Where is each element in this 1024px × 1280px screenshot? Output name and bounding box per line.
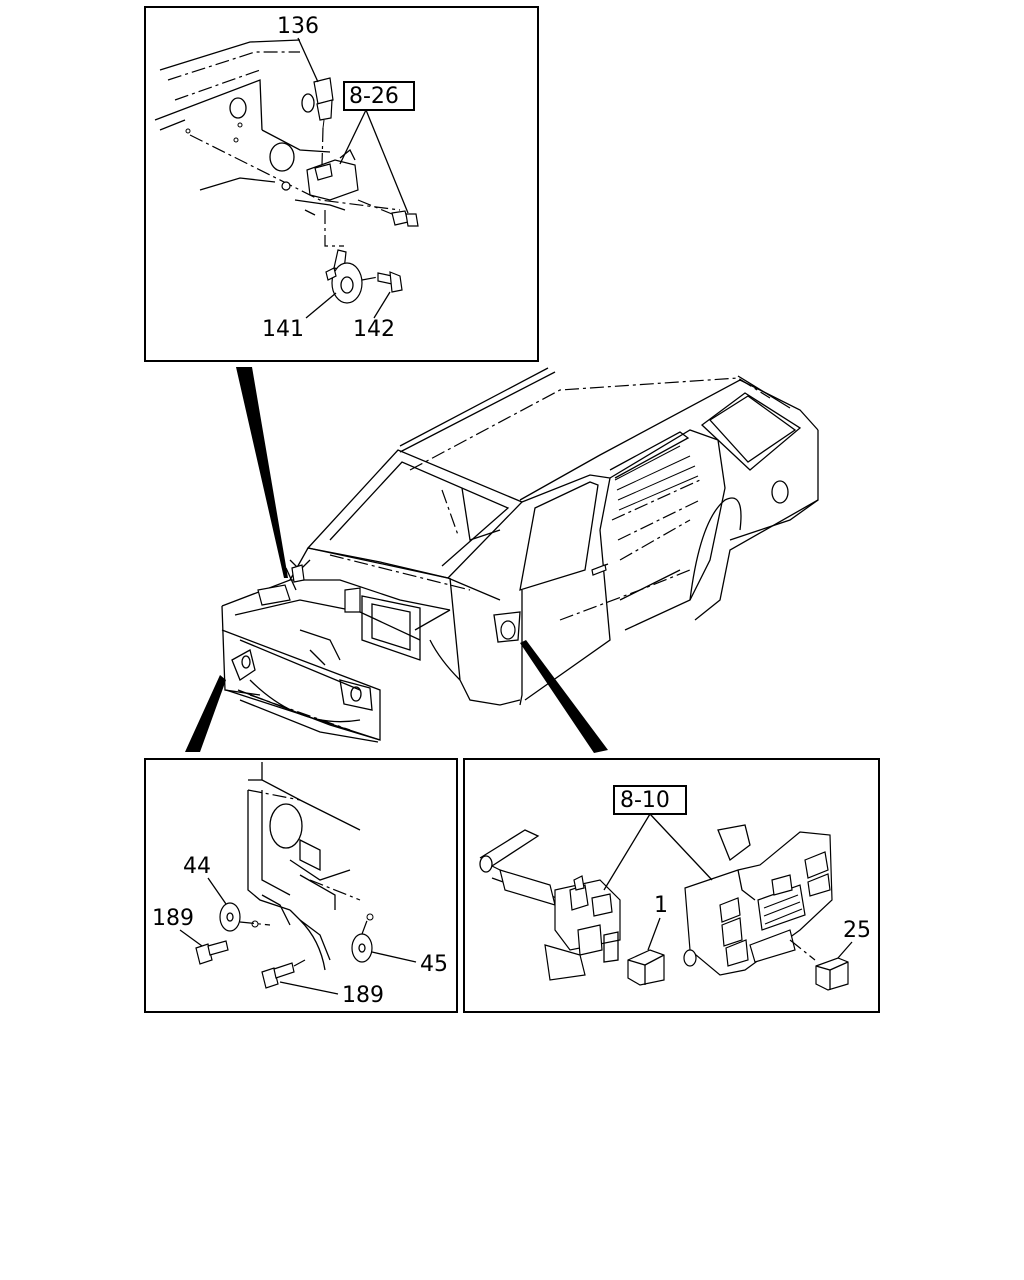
part-1-label: 1 [654, 893, 668, 918]
horn-body-panel-sketch [154, 39, 401, 211]
part-142-label: 142 [353, 317, 395, 342]
ref-8-26-leader-a [339, 109, 367, 165]
part-44-washer [219, 902, 271, 932]
part-142-bolt [361, 271, 403, 293]
vehicle-body-illustration [221, 367, 819, 743]
horn-detail-panel: 8-26 136 141 142 [144, 6, 539, 362]
horn-mount-line [324, 210, 344, 247]
part-189-label-b: 189 [342, 983, 384, 1008]
front-bracket-detail-panel: 44 189 45 189 [144, 758, 458, 1013]
part-141-leader [305, 292, 337, 319]
part-45-washer [351, 913, 374, 963]
part-142-leader [373, 291, 391, 319]
relay-box-detail-panel: 8-10 1 25 [463, 758, 880, 1013]
part-189-bolt-upper [195, 940, 229, 965]
front-bracket-detail-frame [144, 758, 458, 1013]
part-136-fastener [313, 77, 334, 166]
part-189-bolt-lower [261, 959, 306, 989]
ref-8-26-leader-b [365, 109, 409, 214]
relay-box-detail-frame [463, 758, 880, 1013]
part-189-leader-b [279, 981, 339, 995]
harness-connector-block [479, 829, 621, 981]
horn-bracket [281, 148, 359, 216]
callout-wedge-horn [236, 367, 288, 578]
part-45-label: 45 [420, 952, 448, 977]
ref-8-10-label: 8-10 [620, 788, 670, 813]
part-44-leader [207, 877, 227, 905]
part-1-relay [627, 949, 665, 986]
part-25-label: 25 [843, 918, 871, 943]
ref-8-26-box [343, 81, 415, 111]
part-44-label: 44 [183, 854, 211, 879]
callout-wedge-relay [520, 640, 608, 753]
callout-wedge-front [185, 675, 226, 752]
part-25-leader [837, 941, 853, 959]
part-141-horn [325, 249, 363, 304]
part-136-leader [297, 37, 319, 83]
part-189-label-a: 189 [152, 906, 194, 931]
part-1-leader [647, 917, 661, 951]
ref-8-10-leader-a [603, 813, 651, 891]
part-189-leader-a [179, 929, 203, 947]
part-45-leader [371, 951, 417, 963]
horn-detail-frame [144, 6, 539, 362]
ref-8-10-leader-b [649, 813, 713, 881]
relay-fuse-box [683, 824, 833, 976]
ref-8-26-label: 8-26 [349, 84, 399, 109]
part-136-label: 136 [277, 14, 319, 39]
horn-bracket-bolt [357, 199, 419, 227]
front-bracket-panel-sketch [247, 762, 361, 971]
part-25-relay [815, 957, 849, 991]
part-141-label: 141 [262, 317, 304, 342]
